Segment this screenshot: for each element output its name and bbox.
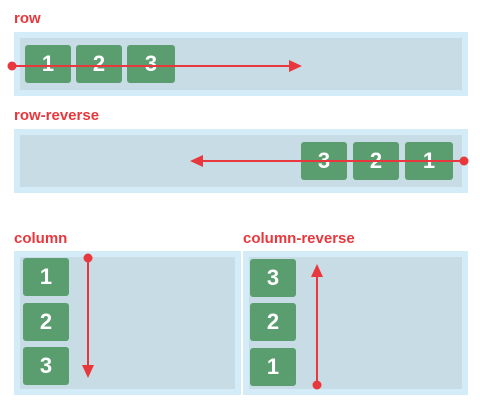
column-reverse-title: column-reverse <box>243 230 355 247</box>
row-reverse-direction-arrow <box>190 155 469 167</box>
row-title: row <box>14 10 41 27</box>
column-reverse-item-2: 2 <box>250 303 296 341</box>
column-item-1: 1 <box>23 258 69 296</box>
column-item-2: 2 <box>23 303 69 341</box>
column-direction-arrow <box>82 253 94 378</box>
row-item-1: 1 <box>25 45 71 83</box>
row-item-3: 3 <box>127 45 175 83</box>
column-reverse-item-3: 3 <box>250 259 296 297</box>
row-reverse-title: row-reverse <box>14 107 100 124</box>
column-title: column <box>14 230 68 247</box>
row-direction-arrow <box>7 60 302 72</box>
row-item-2: 2 <box>76 45 122 83</box>
column-reverse-direction-arrow <box>311 264 323 390</box>
column-item-3: 3 <box>23 347 69 385</box>
column-reverse-item-1: 1 <box>250 348 296 386</box>
